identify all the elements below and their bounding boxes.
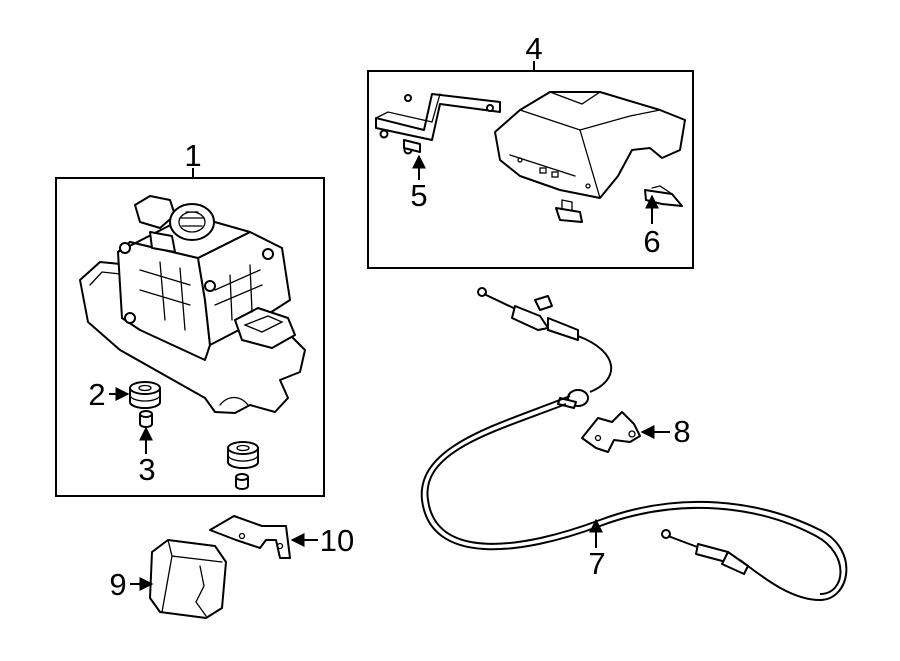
cover-part-4 bbox=[494, 91, 686, 199]
callout-6: 6 bbox=[643, 224, 660, 259]
assembly-box-1 bbox=[55, 168, 325, 497]
actuator-assembly bbox=[79, 195, 306, 414]
callout-3: 3 bbox=[138, 452, 155, 487]
grommet-duplicate bbox=[227, 441, 259, 490]
callout-2: 2 bbox=[88, 377, 105, 412]
cable-part-7 bbox=[420, 287, 848, 602]
callout-7: 7 bbox=[588, 546, 605, 581]
callout-9: 9 bbox=[109, 567, 126, 602]
callout-4: 4 bbox=[525, 31, 542, 66]
module-part-9 bbox=[149, 539, 227, 619]
bracket-part-5 bbox=[375, 93, 501, 155]
clip-part-6 bbox=[644, 185, 683, 207]
clip-small bbox=[555, 199, 583, 223]
assembly-box-4 bbox=[367, 61, 694, 269]
bracket-part-8 bbox=[581, 411, 641, 453]
grommet-part-2 bbox=[129, 381, 161, 409]
bushing-part-3 bbox=[139, 410, 153, 428]
bracket-part-10 bbox=[209, 515, 291, 559]
callout-1: 1 bbox=[184, 138, 201, 173]
callout-8: 8 bbox=[673, 414, 690, 449]
callout-10: 10 bbox=[320, 523, 354, 558]
callout-5: 5 bbox=[410, 178, 427, 213]
